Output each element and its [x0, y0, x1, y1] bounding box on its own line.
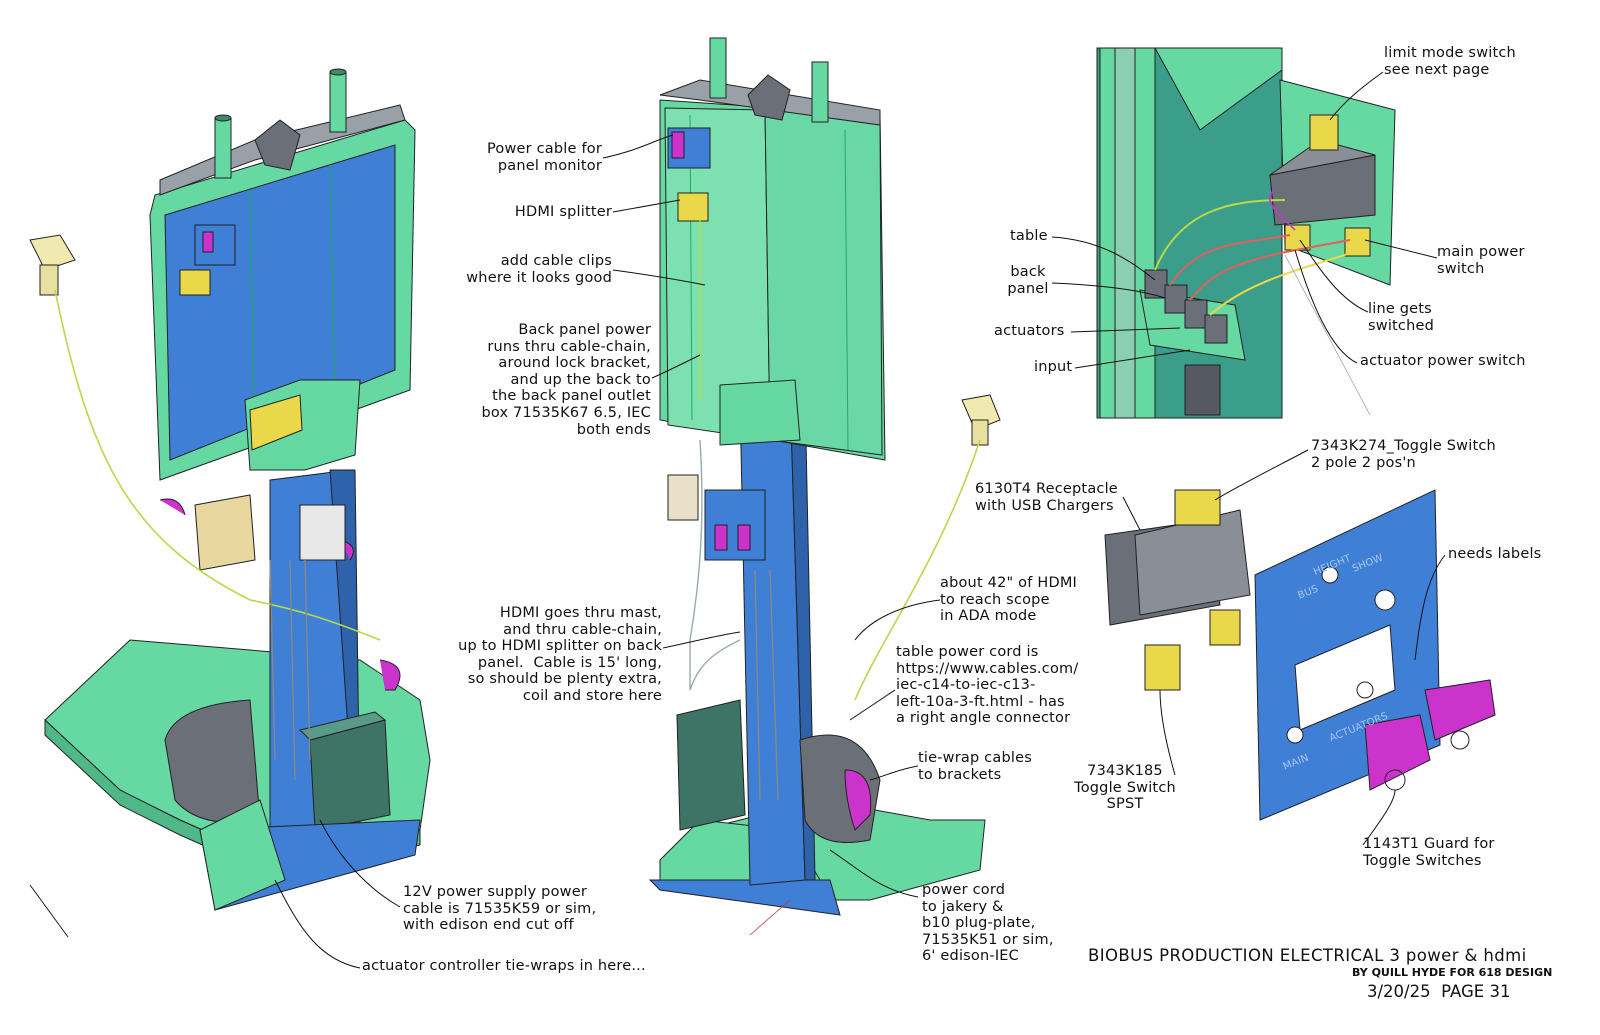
note-power-cord-jakery: power cord to jakery & b10 plug-plate, 7… [922, 882, 1054, 965]
note-table-power-cord: table power cord is https://www.cables.c… [896, 644, 1079, 727]
detail-wiring [1096, 47, 1396, 419]
note-hdmi-mast: HDMI goes thru mast, and thru cable-chai… [458, 605, 662, 704]
leader-lines [274, 71, 1446, 969]
note-back-panel: back panel [1007, 264, 1049, 297]
note-hdmi-42: about 42" of HDMI to reach scope in ADA … [940, 575, 1078, 625]
note-power-cable-monitor: Power cable for panel monitor [486, 141, 602, 174]
title-block-author: BY QUILL HYDE FOR 618 DESIGN [1352, 966, 1553, 979]
note-line-gets-switched: line gets switched [1368, 301, 1435, 334]
note-12v-power-supply: 12V power supply power cable is 71535K59… [403, 884, 597, 934]
note-limit-mode-switch: limit mode switch see next page [1384, 45, 1516, 78]
title-block-date-page: 3/20/25 PAGE 31 [1367, 982, 1511, 1001]
note-main-power-switch: main power switch [1437, 244, 1525, 277]
note-needs-labels: needs labels [1448, 546, 1542, 562]
center-assembly [648, 37, 1001, 936]
exploded-switch-panel [1104, 489, 1496, 821]
note-input: input [1034, 359, 1073, 375]
note-toggle-7343k185: 7343K185 Toggle Switch SPST [1074, 763, 1176, 813]
note-table: table [1010, 228, 1048, 244]
note-cable-clips: add cable clips where it looks good [466, 253, 612, 286]
note-actuator-power-switch: actuator power switch [1360, 353, 1526, 369]
note-tie-wrap: tie-wrap cables to brackets [918, 750, 1032, 783]
note-actuators: actuators [994, 323, 1065, 339]
note-receptacle-6130t4: 6130T4 Receptacle with USB Chargers [975, 481, 1118, 514]
note-actuator-controller: actuator controller tie-wraps in here... [362, 958, 646, 974]
note-guard-1143t1: 1143T1 Guard for Toggle Switches [1363, 836, 1495, 869]
note-hdmi-splitter: HDMI splitter [514, 204, 612, 220]
note-back-panel-power: Back panel power runs thru cable-chain, … [481, 322, 651, 438]
note-toggle-7343k274: 7343K274_Toggle Switch 2 pole 2 pos'n [1311, 438, 1496, 471]
left-assembly [29, 68, 431, 938]
title-block-title: BIOBUS PRODUCTION ELECTRICAL 3 power & h… [1088, 946, 1527, 965]
